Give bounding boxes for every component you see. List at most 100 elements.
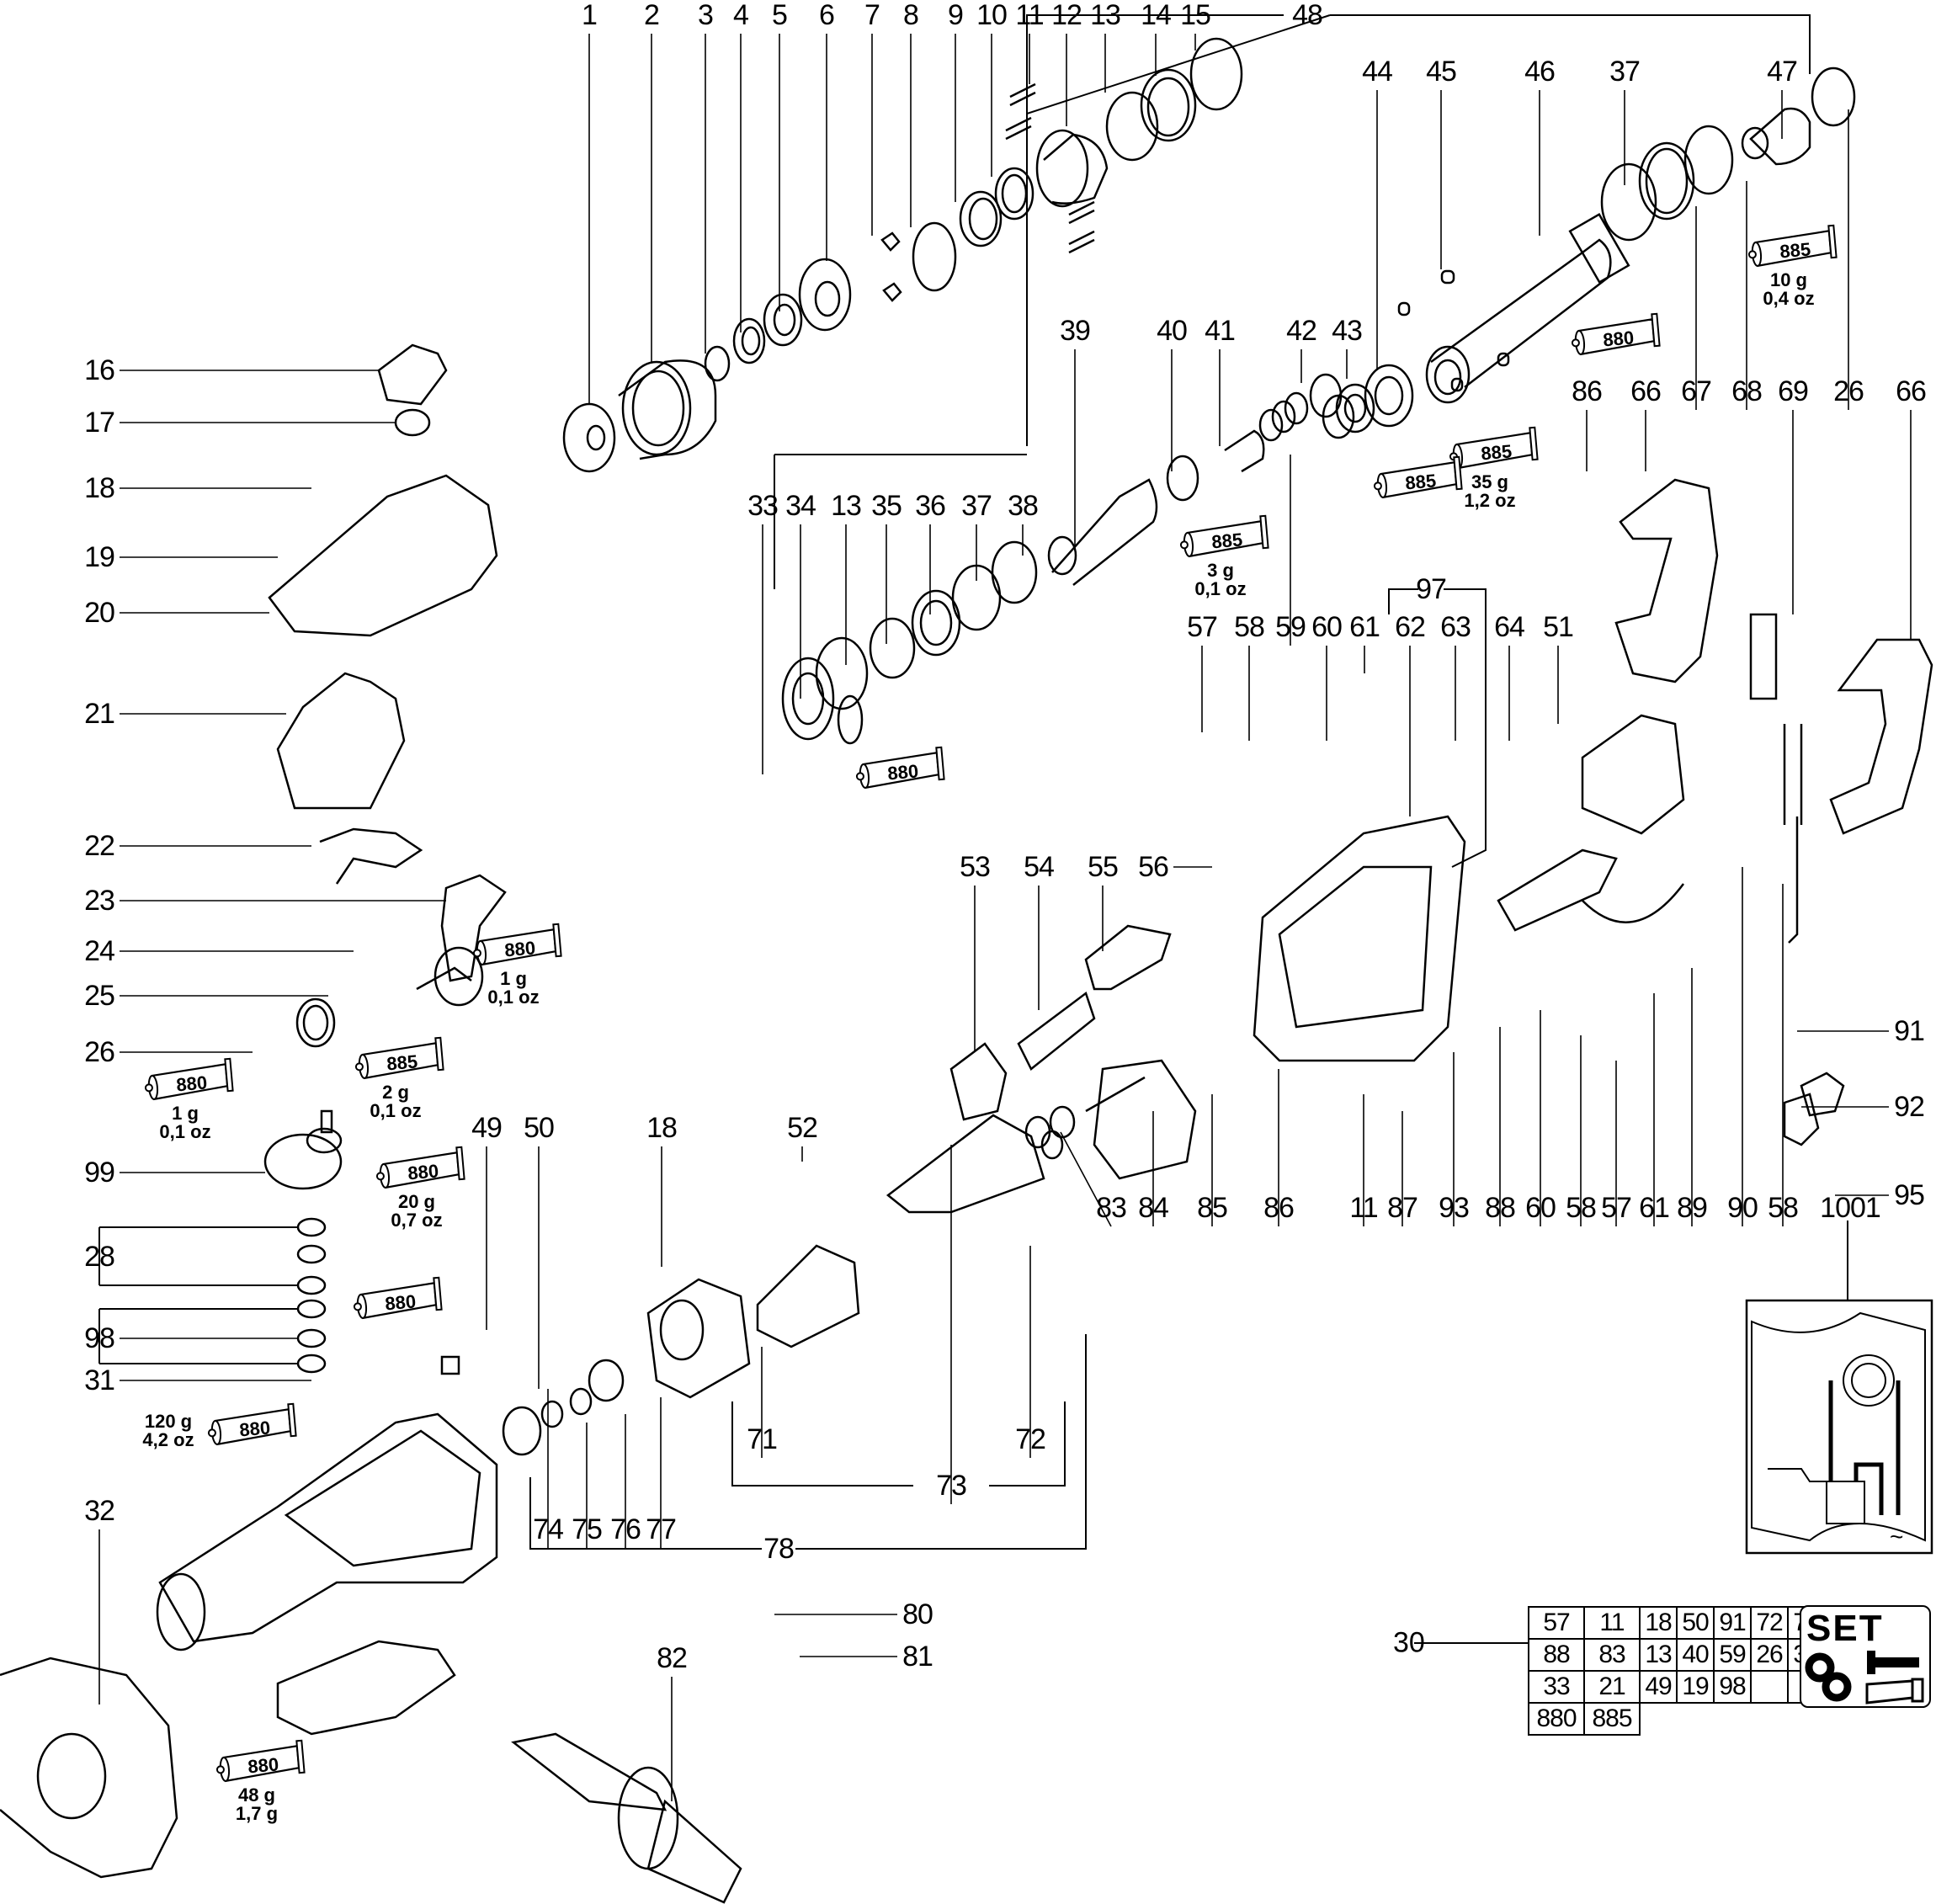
grease-tube-885: 885: [1449, 426, 1539, 470]
grease-type-label: 880: [238, 1417, 271, 1440]
part-label-11: 11: [1349, 1192, 1378, 1224]
part-label-71: 71: [747, 1423, 778, 1455]
part-label-89: 89: [1677, 1192, 1708, 1224]
washer-icon: [1805, 1652, 1852, 1702]
grease-type-label: 885: [386, 1050, 418, 1074]
grease-tube-icon: [1865, 1678, 1924, 1705]
part-label-59: 59: [1275, 611, 1306, 643]
spindle-parts: [1322, 66, 1856, 439]
grease-type-label: 885: [1779, 238, 1811, 262]
part-label-74: 74: [533, 1513, 564, 1545]
part-label-13: 13: [831, 490, 862, 522]
part-label-33: 33: [747, 490, 779, 522]
part-label-12: 12: [1051, 0, 1082, 31]
part-label-86: 86: [1572, 375, 1603, 407]
piston-guide-parts: [781, 373, 1343, 745]
part-label-61: 61: [1639, 1192, 1670, 1224]
part-label-49: 49: [471, 1112, 503, 1144]
part-label-37: 37: [961, 490, 992, 522]
part-label-16: 16: [84, 354, 115, 386]
part-label-68: 68: [1731, 375, 1763, 407]
grease-type-label: 885: [1404, 470, 1437, 493]
part-label-10: 10: [976, 0, 1008, 31]
part-label-98: 98: [84, 1322, 115, 1354]
set-cell: 72: [1750, 1606, 1789, 1640]
grease-amount-g: 120 g: [144, 1411, 193, 1432]
part-label-63: 63: [1440, 611, 1471, 643]
part-label-57: 57: [1187, 611, 1218, 643]
part-label-22: 22: [84, 830, 115, 862]
part-label-78: 78: [763, 1533, 795, 1565]
part-label-90: 90: [1727, 1192, 1758, 1224]
grease-amount-oz: 1,2 oz: [1464, 490, 1516, 511]
set-cell: 49: [1639, 1670, 1678, 1704]
set-cell: 880: [1528, 1702, 1585, 1736]
part-label-13: 13: [1090, 0, 1121, 31]
part-label-66: 66: [1896, 375, 1927, 407]
part-label-67: 67: [1681, 375, 1712, 407]
part-label-73: 73: [936, 1470, 967, 1502]
grease-tube-885: 885: [1373, 455, 1463, 499]
grease-amount-oz: 4,2 oz: [142, 1429, 194, 1450]
set-cell: 83: [1583, 1638, 1641, 1672]
grease-amount-g: 20 g: [397, 1191, 436, 1212]
part-label-14: 14: [1141, 0, 1172, 31]
part-label-91: 91: [1894, 1015, 1925, 1047]
part-label-95: 95: [1894, 1179, 1925, 1211]
grease-type-label: 880: [175, 1072, 208, 1095]
grease-tube-885: 885: [1747, 224, 1838, 268]
part-label-2: 2: [644, 0, 660, 31]
part-label-52: 52: [787, 1112, 818, 1144]
grease-type-label: 880: [886, 760, 919, 784]
grease-amount-oz: 0,7 oz: [391, 1210, 443, 1231]
set-callout-label: 30: [1393, 1626, 1425, 1659]
grease-amount-g: 1 g: [172, 1103, 199, 1124]
part-label-3: 3: [698, 0, 714, 31]
part-label-26: 26: [84, 1036, 115, 1068]
part-label-21: 21: [84, 698, 115, 730]
part-label-36: 36: [915, 490, 946, 522]
part-label-48: 48: [1292, 0, 1323, 31]
set-cell: 18: [1639, 1606, 1678, 1640]
grease-amount-oz: 1,7 g: [235, 1803, 279, 1824]
set-cell: 88: [1528, 1638, 1585, 1672]
grease-tube-880: 880: [215, 1739, 306, 1783]
grease-type-label: 880: [503, 937, 536, 960]
part-label-18: 18: [84, 472, 115, 504]
part-label-72: 72: [1015, 1423, 1046, 1455]
ac-symbol: ~: [1890, 1524, 1903, 1550]
chuck-parts: [562, 37, 1243, 473]
part-label-40: 40: [1157, 315, 1188, 347]
part-label-34: 34: [785, 490, 816, 522]
grease-tube-880: 880: [353, 1276, 443, 1320]
part-label-25: 25: [84, 980, 115, 1012]
part-label-61: 61: [1349, 611, 1380, 643]
leader-line: [1060, 1131, 1112, 1227]
part-label-84: 84: [1138, 1192, 1169, 1224]
grease-amount-g: 3 g: [1207, 560, 1234, 581]
grease-tube-880: 880: [855, 746, 945, 790]
grease-amount-g: 35 g: [1471, 471, 1509, 492]
part-label-88: 88: [1485, 1192, 1516, 1224]
part-label-83: 83: [1096, 1192, 1127, 1224]
set-cell: 40: [1676, 1638, 1715, 1672]
part-label-26: 26: [1833, 375, 1864, 407]
grease-tube-885: 885: [1179, 514, 1269, 558]
part-label-18: 18: [646, 1112, 678, 1144]
set-cell: 57: [1528, 1606, 1585, 1640]
part-label-39: 39: [1060, 315, 1091, 347]
set-badge-text: SET: [1806, 1608, 1884, 1649]
part-label-58: 58: [1768, 1192, 1799, 1224]
service-set-table: 5711185091727688831340592637332149199888…: [1528, 1606, 1826, 1736]
grease-type-label: 885: [1210, 529, 1243, 552]
part-label-53: 53: [960, 851, 991, 883]
grease-tube-880: 880: [375, 1146, 465, 1189]
set-cell: 91: [1713, 1606, 1752, 1640]
part-label-66: 66: [1630, 375, 1662, 407]
set-cell: 98: [1713, 1670, 1752, 1704]
